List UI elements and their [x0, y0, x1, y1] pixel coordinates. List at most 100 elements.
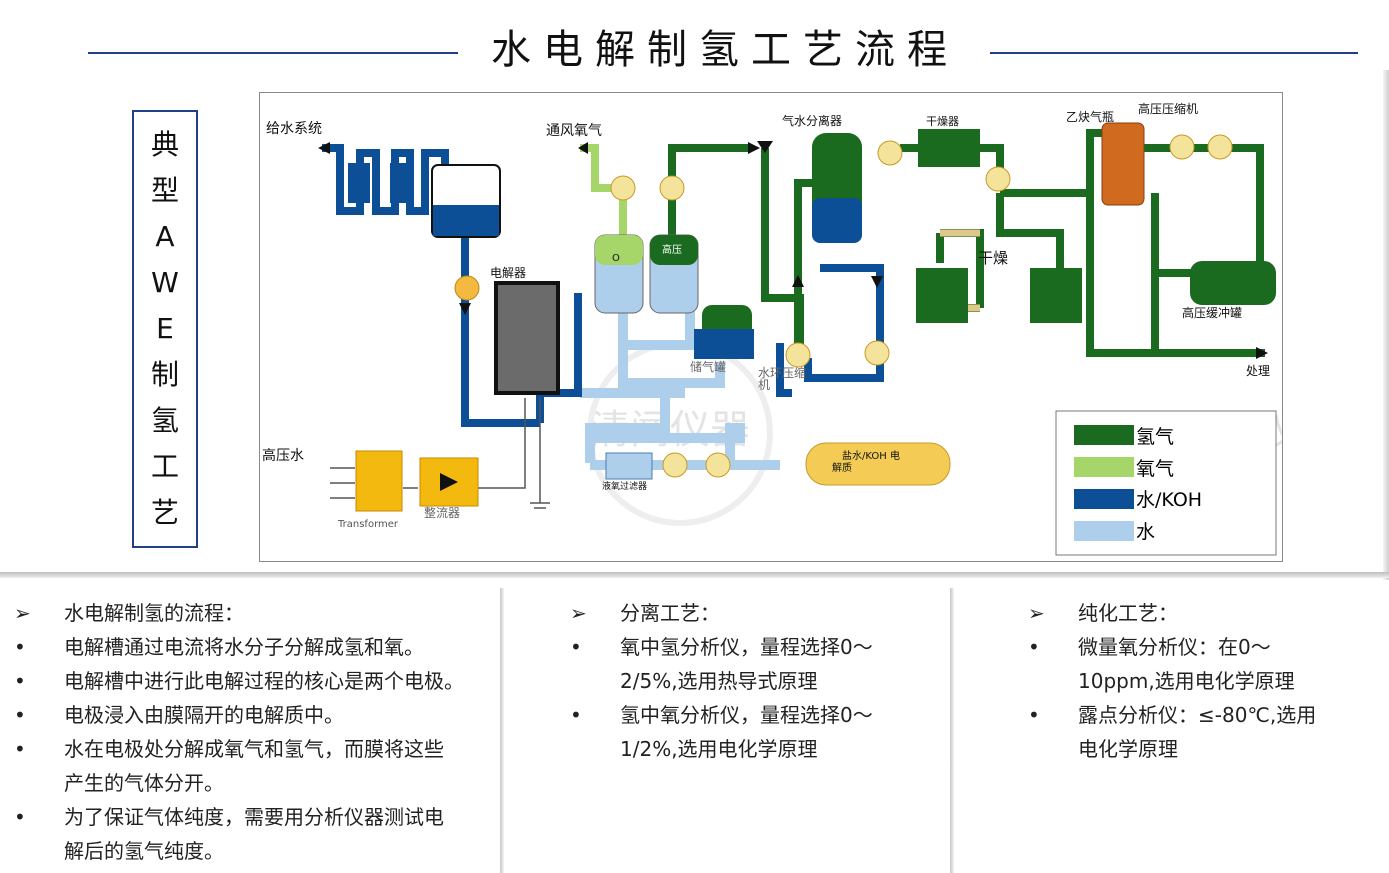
- label-o2-tank: O: [612, 253, 620, 264]
- list-item: •水在电极处分解成氧气和氢气，而膜将这些: [14, 732, 494, 766]
- list-item-text: 纯化工艺：: [1078, 601, 1178, 625]
- title-rule-right: [990, 52, 1358, 54]
- feed-filter: [390, 163, 412, 203]
- label-electrolyzer: 电解器: [490, 266, 526, 280]
- title-rule-left: [88, 52, 458, 54]
- column-divider: [950, 588, 954, 873]
- pump-icon: [454, 275, 480, 301]
- dryer-unit: [918, 129, 980, 167]
- process-diagram: 清闻仪器 清闻仪器: [259, 92, 1340, 562]
- power-lines: [330, 398, 550, 509]
- list-item: 2/5%,选用热导式原理: [570, 664, 940, 698]
- label-separator: 气水分离器: [782, 113, 842, 128]
- feed-tank-level: [433, 205, 499, 236]
- vertical-char: 艺: [150, 496, 179, 529]
- pump-icon: [705, 452, 731, 478]
- separator-liquid: [812, 198, 862, 243]
- dryer-column: [916, 268, 968, 323]
- bullet-marker: •: [14, 737, 26, 761]
- legend-label: 水/KOH: [1136, 489, 1202, 511]
- list-item: • 微量氧分析仪：在0～: [1028, 630, 1378, 664]
- motor-icon: [877, 140, 903, 166]
- bullet-marker: •: [1028, 703, 1040, 727]
- legend-label: 水: [1136, 521, 1155, 543]
- right-edge-shadow: [1383, 70, 1389, 580]
- list-item: • 电解槽通过电流将水分子分解成氢和氧。: [14, 630, 494, 664]
- label-rectifier: 整流器: [424, 505, 460, 520]
- bullet-marker: •: [14, 703, 26, 727]
- list-item-text: 解后的氢气纯度。: [64, 839, 224, 863]
- bullet-marker: •: [1028, 635, 1040, 659]
- label-hp-water: 高压水: [262, 447, 304, 464]
- arrow-right-icon: [1256, 347, 1268, 359]
- list-item: • 氧中氢分析仪，量程选择0～: [570, 630, 940, 664]
- arrow-right-icon: [748, 142, 760, 154]
- valve-icon: [659, 175, 685, 201]
- list-item: ➢分离工艺：: [570, 596, 940, 630]
- bullet-marker: •: [570, 635, 582, 659]
- list-item: • 氢中氧分析仪，量程选择0～: [570, 698, 940, 732]
- valve-icon: [985, 166, 1011, 192]
- oxygen-pipes: [580, 144, 627, 238]
- label-hp-compressor: 高压压缩机: [1138, 101, 1198, 116]
- list-item: 电化学原理: [1028, 732, 1378, 766]
- hp-tank-gas: [650, 235, 698, 265]
- list-item: 产生的气体分开。: [14, 766, 494, 800]
- list-item: ➢水电解制氢的流程：: [14, 596, 494, 630]
- label-electrolyte: 盐水/KOH 电: [842, 449, 900, 462]
- vertical-char: 典: [150, 128, 179, 161]
- arrow-down-icon: [871, 276, 883, 288]
- arrow-down-icon: [459, 303, 471, 315]
- o2-tank-gas: [595, 235, 643, 265]
- motor-icon: [1207, 134, 1233, 160]
- vertical-char: 工: [150, 450, 179, 483]
- list-item-text: 电极浸入由膜隔开的电解质中。: [64, 703, 344, 727]
- bullet-marker: •: [14, 669, 26, 693]
- list-item-text: 氧中氢分析仪，量程选择0～: [620, 635, 873, 659]
- label-water-ring-2: 机: [758, 378, 770, 392]
- legend-swatch: [1074, 425, 1134, 445]
- list-item-text: 电解槽中进行此电解过程的核心是两个电极。: [64, 669, 464, 693]
- text-column-flow: ➢水电解制氢的流程： • 电解槽通过电流将水分子分解成氢和氧。 • 电解槽中进行此电…: [14, 596, 494, 868]
- legend-label: 氢气: [1136, 426, 1174, 448]
- label-hp-tank: 高压: [662, 243, 682, 256]
- section-divider: [0, 572, 1389, 578]
- vertical-char: 制: [150, 358, 179, 391]
- text-column-purification: ➢纯化工艺： •微量氧分析仪：在0～ 10ppm,选用电化学原理 •露点分析仪：…: [1028, 596, 1378, 766]
- list-item: • 电极浸入由膜隔开的电解质中。: [14, 698, 494, 732]
- arrow-up-icon: [792, 275, 804, 287]
- bullet-marker: •: [14, 635, 26, 659]
- bullet-marker: ➢: [14, 601, 31, 625]
- list-item-text: 1/2%,选用电化学原理: [620, 737, 818, 761]
- storage-base: [694, 329, 754, 359]
- bullet-marker: •: [570, 703, 582, 727]
- label-process: 处理: [1246, 364, 1270, 378]
- list-item-text: 微量氧分析仪：在0～: [1078, 635, 1271, 659]
- arrow-left-icon: [578, 142, 588, 154]
- legend: 氢气 氧气 水/KOH 水: [1055, 410, 1277, 556]
- diode-icon: [440, 473, 458, 491]
- label-electrolyte-2: 解质: [832, 461, 852, 474]
- label-acetylene: 乙炔气瓶: [1066, 109, 1114, 124]
- compressor-icon: [785, 342, 811, 368]
- legend-swatch: [1074, 489, 1134, 509]
- label-feed-water: 给水系统: [266, 121, 322, 137]
- vertical-char: W: [151, 266, 179, 299]
- list-item: • 电解槽中进行此电解过程的核心是两个电极。: [14, 664, 494, 698]
- list-item: 解后的氢气纯度。: [14, 834, 494, 868]
- transformer: [355, 450, 403, 512]
- label-dry: 干燥: [978, 249, 1008, 267]
- legend-swatch: [1074, 521, 1134, 541]
- list-item-text: 电解槽通过电流将水分子分解成氢和氧。: [64, 635, 424, 659]
- motor-icon: [864, 340, 890, 366]
- list-item: 10ppm,选用电化学原理: [1028, 664, 1378, 698]
- electrolyte-tank: [805, 442, 951, 486]
- arrow-right-icon: [757, 141, 773, 153]
- list-item-text: 为了保证气体纯度，需要用分析仪器测试电: [64, 805, 444, 829]
- list-item: 1/2%,选用电化学原理: [570, 732, 940, 766]
- compressor-icon: [1169, 134, 1195, 160]
- bullet-marker: ➢: [570, 601, 587, 625]
- list-item-text: 氢中氧分析仪，量程选择0～: [620, 703, 873, 727]
- label-water-ring: 水环压缩: [758, 365, 806, 380]
- process-diagram-svg: 清闻仪器 清闻仪器: [262, 101, 1340, 556]
